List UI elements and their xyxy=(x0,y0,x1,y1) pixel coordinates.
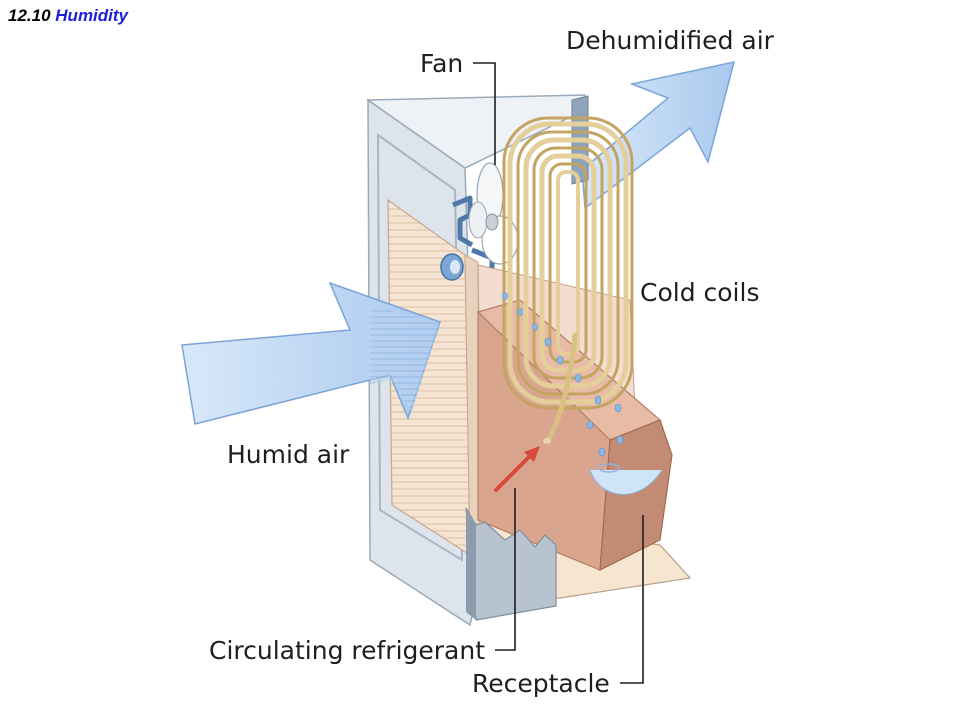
control-knob xyxy=(440,253,464,281)
dehumidified-air-arrow xyxy=(581,61,736,210)
fan-label: Fan xyxy=(420,49,463,78)
refrigerant-pipe xyxy=(545,332,578,443)
circulating-refrigerant-leader xyxy=(495,488,516,651)
humid-air-arrow-grille xyxy=(370,306,440,412)
dehumidified-air-label: Dehumidified air xyxy=(566,26,775,55)
cold-coils-label: Cold coils xyxy=(640,278,759,307)
receptacle-leader xyxy=(620,515,644,684)
receptacle-label: Receptacle xyxy=(472,669,610,698)
water-drops xyxy=(502,292,624,457)
front-panel-frame xyxy=(376,133,464,562)
humid-air-label: Humid air xyxy=(227,440,350,469)
refrigerant-flow-arrow xyxy=(494,446,540,492)
compressor-housing xyxy=(465,507,557,621)
fan-leader xyxy=(473,62,496,165)
fan-bracket xyxy=(452,195,474,248)
section-title: Humidity xyxy=(55,6,129,25)
section-heading: 12.10 Humidity xyxy=(8,6,128,26)
circulating-refrigerant-label: Circulating refrigerant xyxy=(209,636,485,665)
section-number: 12.10 xyxy=(8,6,51,25)
